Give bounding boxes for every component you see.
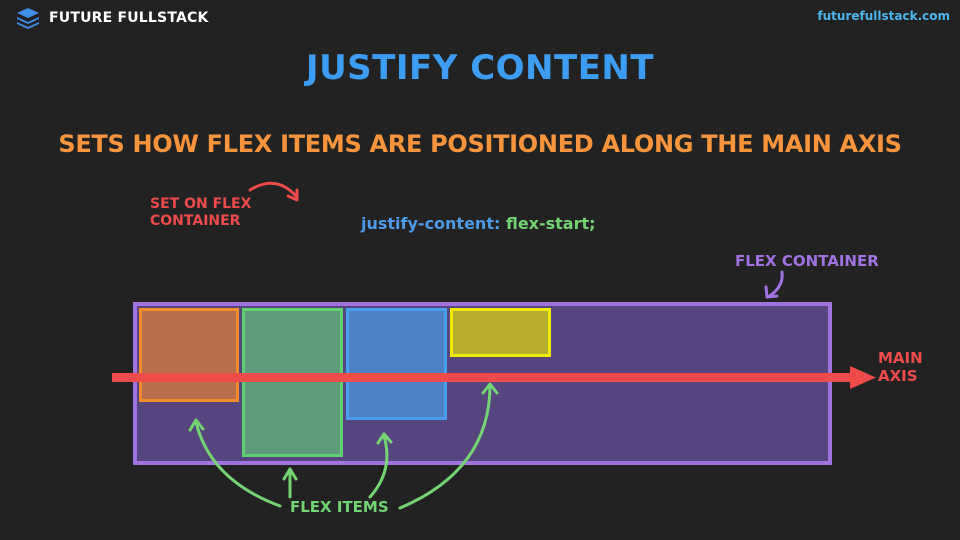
css-value: flex-start;	[505, 214, 596, 233]
note-arrow	[248, 181, 299, 202]
main-axis-arrow	[112, 366, 876, 389]
flex-item-yellow	[450, 308, 551, 357]
flex-container-label-arrow	[764, 270, 784, 299]
set-on-flex-container-note: SET ON FLEX CONTAINER	[150, 196, 251, 230]
slide-title: JUSTIFY CONTENT	[305, 48, 655, 88]
flex-items-arrows	[188, 382, 499, 510]
code-snippet: justify-content: flex-start;	[361, 214, 596, 233]
brand-name: FUTURE FULLSTACK	[49, 10, 209, 26]
flex-item-green	[242, 308, 343, 457]
flex-item-orange	[139, 308, 239, 402]
flex-container-label: FLEX CONTAINER	[735, 252, 879, 270]
slide-subtitle: SETS HOW FLEX ITEMS ARE POSITIONED ALONG…	[58, 130, 902, 158]
flex-items-label: FLEX ITEMS	[290, 498, 389, 516]
note-line-1: SET ON FLEX	[150, 196, 252, 212]
main-axis-label: MAIN AXIS	[878, 349, 923, 385]
main-axis-label-line-2: AXIS	[878, 367, 918, 385]
note-line-2: CONTAINER	[150, 213, 241, 229]
css-property: justify-content:	[361, 214, 501, 233]
flex-item-blue	[346, 308, 447, 420]
stacked-layers-icon	[17, 8, 39, 29]
main-axis-label-line-1: MAIN	[878, 349, 923, 367]
brand: FUTURE FULLSTACK	[16, 7, 209, 29]
site-url[interactable]: futurefullstack.com	[817, 9, 950, 23]
